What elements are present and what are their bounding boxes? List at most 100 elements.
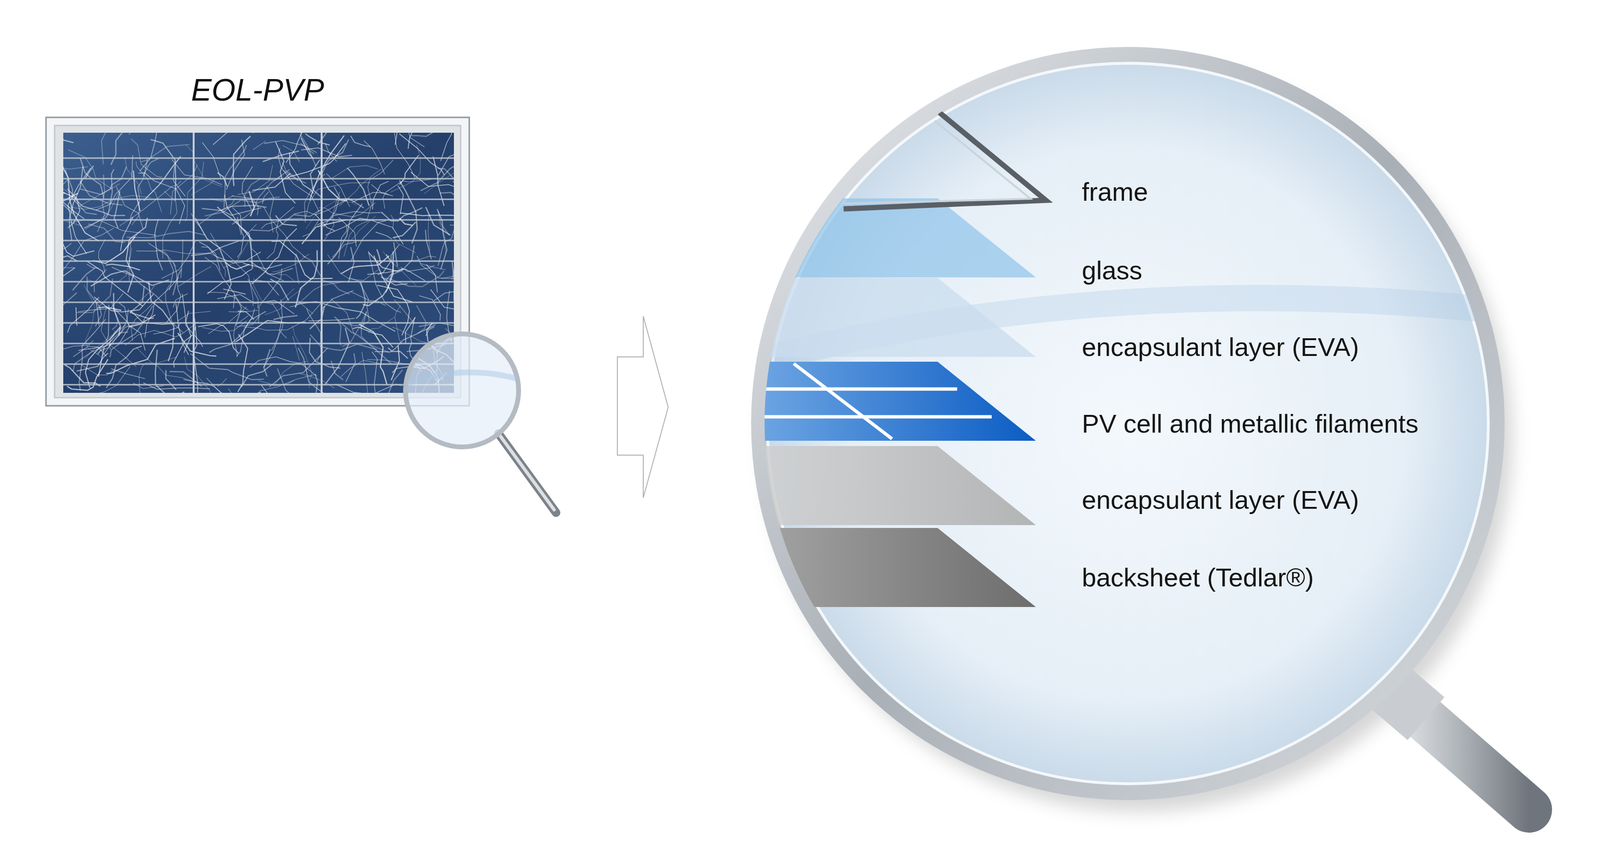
- crack: [393, 242, 398, 267]
- crack: [165, 370, 176, 390]
- crack: [419, 295, 441, 321]
- crack: [452, 181, 454, 196]
- crack: [318, 202, 376, 218]
- crack: [352, 327, 394, 348]
- crack: [159, 250, 177, 267]
- crack: [162, 191, 177, 259]
- crack: [223, 289, 246, 295]
- crack: [140, 144, 190, 163]
- filament: [630, 363, 730, 440]
- crack: [375, 231, 392, 240]
- crack: [438, 220, 446, 254]
- crack: [136, 250, 209, 254]
- crack: [259, 374, 316, 392]
- crack: [296, 298, 314, 314]
- crack: [207, 252, 226, 277]
- crack: [70, 220, 157, 236]
- grid-line: [63, 384, 454, 386]
- grid-line: [192, 132, 195, 394]
- crack: [63, 393, 78, 394]
- crack: [63, 265, 76, 268]
- crack: [399, 155, 419, 185]
- crack: [130, 159, 148, 224]
- crack: [119, 180, 182, 226]
- crack: [136, 161, 162, 213]
- crack: [217, 294, 295, 315]
- crack: [185, 145, 222, 188]
- crack: [258, 268, 282, 323]
- panel-frame: [46, 117, 470, 406]
- crack: [63, 166, 99, 242]
- crack: [298, 347, 341, 394]
- crack: [305, 182, 371, 219]
- crack: [277, 368, 335, 394]
- crack: [101, 132, 111, 165]
- grid-line: [63, 260, 454, 263]
- crack: [440, 192, 454, 217]
- crack: [138, 173, 186, 225]
- crack: [161, 241, 196, 279]
- crack: [298, 373, 335, 389]
- crack: [63, 166, 88, 170]
- crack: [236, 315, 260, 327]
- crack: [173, 165, 186, 197]
- crack: [237, 165, 273, 195]
- crack: [139, 357, 176, 394]
- crack: [125, 156, 142, 194]
- crack: [394, 132, 416, 179]
- crack: [394, 300, 415, 325]
- crack: [350, 291, 386, 306]
- crack: [385, 245, 415, 281]
- crack: [142, 158, 159, 177]
- crack: [235, 320, 306, 342]
- crack: [233, 294, 242, 326]
- crack: [295, 374, 318, 394]
- crack: [105, 264, 140, 270]
- crack: [90, 270, 169, 287]
- crack: [289, 281, 345, 308]
- crack: [201, 246, 221, 271]
- crack: [305, 133, 330, 146]
- magnifier-handle-shine: [498, 433, 555, 511]
- crack: [306, 308, 322, 361]
- grid-line: [63, 343, 454, 345]
- crack: [283, 170, 307, 184]
- crack: [151, 132, 185, 134]
- crack: [131, 202, 140, 226]
- crack: [68, 150, 112, 190]
- small-magnifier: [405, 334, 557, 513]
- crack: [251, 228, 298, 285]
- crack: [309, 135, 345, 201]
- crack: [228, 388, 256, 394]
- crack: [273, 315, 298, 320]
- crack: [350, 136, 371, 148]
- crack: [83, 285, 103, 359]
- crack: [195, 218, 232, 300]
- layer-stack: [630, 112, 1506, 608]
- crack: [390, 214, 394, 230]
- crack: [331, 165, 379, 179]
- layer-label: PV cell and metallic filaments: [1081, 407, 1419, 440]
- crack: [72, 267, 95, 290]
- crack: [292, 325, 313, 389]
- grid-line: [63, 178, 454, 180]
- crack: [98, 239, 106, 274]
- crack: [217, 172, 228, 187]
- crack: [180, 239, 183, 279]
- crack: [399, 133, 445, 175]
- crack: [217, 207, 253, 269]
- grid-line: [320, 132, 323, 394]
- crack: [400, 265, 435, 272]
- crack: [266, 207, 294, 259]
- crack: [204, 257, 235, 309]
- crack: [262, 191, 269, 204]
- crack: [213, 392, 261, 394]
- crack: [278, 274, 295, 281]
- magnifier-lens: [758, 54, 1497, 793]
- crack: [252, 173, 290, 191]
- grid-line: [63, 301, 454, 304]
- crack: [154, 219, 163, 271]
- crack: [113, 293, 121, 337]
- crack: [63, 185, 66, 194]
